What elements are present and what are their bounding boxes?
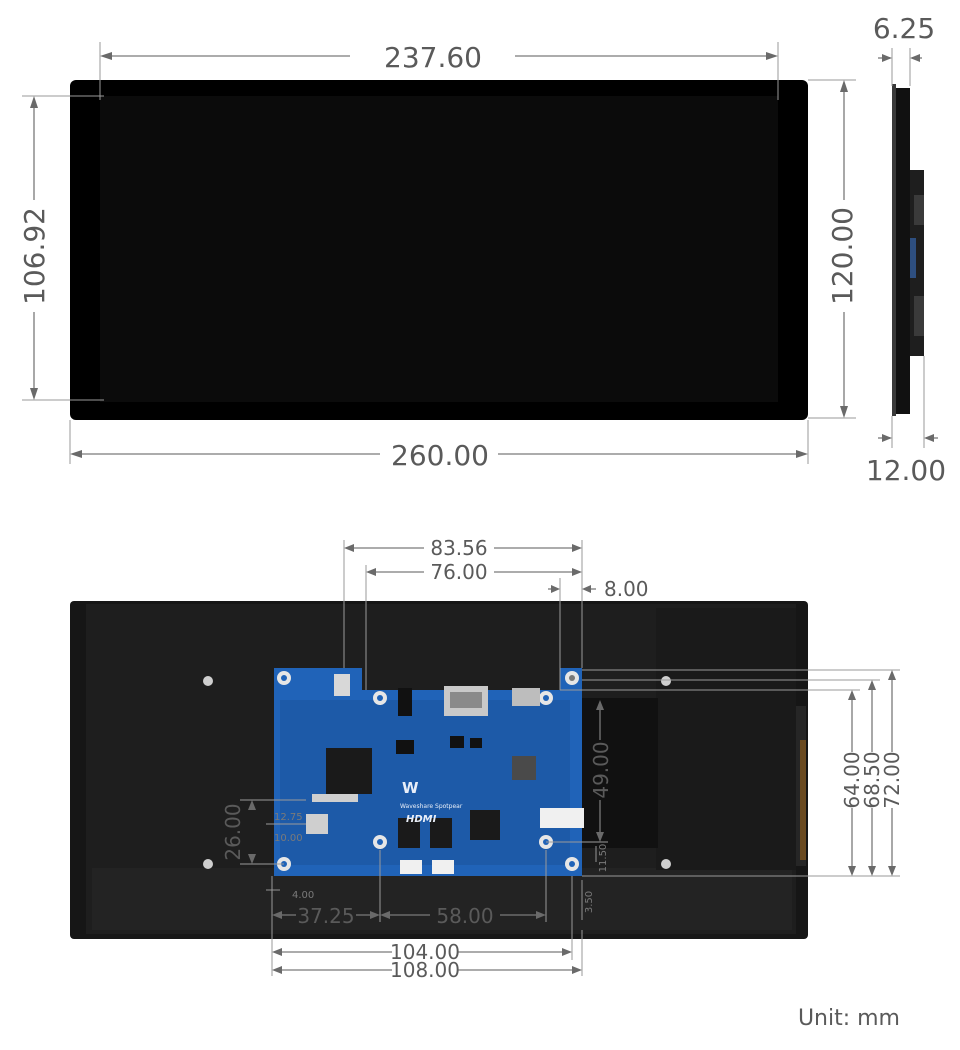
dim-right-small-1150: 11.50 bbox=[598, 844, 609, 873]
board-brand: Waveshare Spotpear bbox=[400, 803, 463, 810]
dim-right-height-1: 64.00 bbox=[840, 751, 864, 808]
dim-bottom-span-10400: 104.00 bbox=[390, 940, 460, 964]
side-view: 6.25 12.00 bbox=[866, 12, 946, 487]
dim-thickness-glass: 6.25 bbox=[873, 12, 935, 45]
mount-hole bbox=[203, 859, 213, 869]
dim-width-outer: 260.00 bbox=[391, 439, 489, 472]
mount-hole bbox=[661, 859, 671, 869]
dim-board-height-49: 49.00 bbox=[589, 741, 613, 798]
dim-left-small-1275: 12.75 bbox=[274, 812, 303, 823]
side-glass bbox=[892, 84, 896, 416]
dim-bottom-small-350: 3.50 bbox=[584, 891, 595, 913]
board-logo: W bbox=[402, 779, 419, 797]
dim-bottom-span-5800: 58.00 bbox=[436, 904, 493, 928]
mount-hole bbox=[661, 676, 671, 686]
dim-top-offset: 8.00 bbox=[604, 577, 649, 601]
dim-left-small-400: 4.00 bbox=[292, 890, 314, 901]
dim-top-span-1: 83.56 bbox=[430, 536, 487, 560]
dim-height-outer: 120.00 bbox=[826, 207, 859, 305]
mount-hole bbox=[203, 676, 213, 686]
dim-bottom-span-10800: 108.00 bbox=[390, 958, 460, 982]
front-view: 237.60 260.00 106.92 120.00 bbox=[18, 41, 859, 472]
front-screen bbox=[100, 96, 778, 402]
back-view: W Waveshare Spotpear HDMI 83.56 76.00 8.… bbox=[70, 536, 904, 982]
dim-right-height-3: 72.00 bbox=[880, 751, 904, 808]
dim-height-active: 106.92 bbox=[18, 207, 51, 305]
dim-left-small-1000: 10.00 bbox=[274, 833, 303, 844]
dim-width-active: 237.60 bbox=[384, 41, 482, 74]
usb-c-power bbox=[512, 688, 540, 706]
unit-label: Unit: mm bbox=[798, 1006, 900, 1031]
dim-top-span-2: 76.00 bbox=[430, 560, 487, 584]
dim-thickness-total: 12.00 bbox=[866, 454, 946, 487]
dim-bottom-span-3725: 37.25 bbox=[297, 904, 354, 928]
main-chip bbox=[326, 748, 372, 794]
side-panel bbox=[896, 88, 910, 414]
board-hdmi-label: HDMI bbox=[406, 814, 437, 825]
usb-c-touch bbox=[306, 814, 328, 834]
dim-left-height-26: 26.00 bbox=[221, 803, 245, 860]
dim-right-height-2: 68.50 bbox=[860, 751, 884, 808]
